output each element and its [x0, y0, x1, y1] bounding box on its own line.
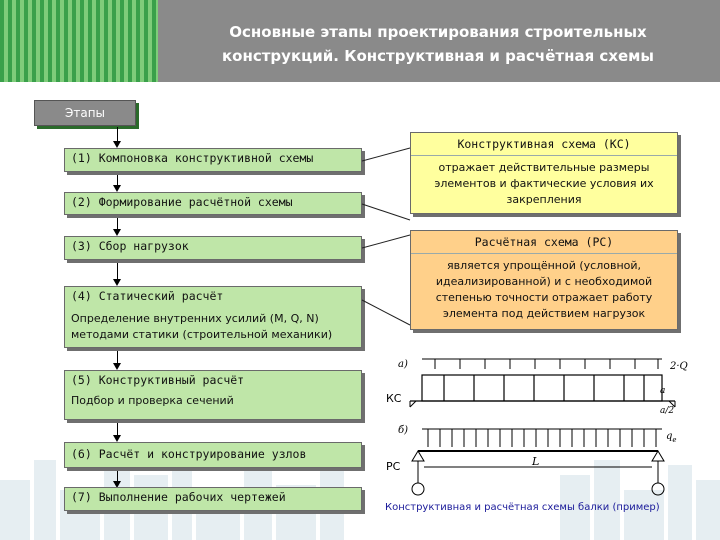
connector-line [117, 348, 118, 366]
label-a: а) [398, 359, 408, 370]
connector-line [117, 420, 118, 438]
step-title: (3) Сбор нагрузок [71, 239, 189, 253]
ks-figure-label: КС [386, 392, 402, 405]
wall-supports [409, 400, 676, 408]
relation-lines [361, 147, 411, 326]
arrow-icon [113, 435, 121, 442]
step-5: (5) Конструктивный расчёт Подбор и прове… [64, 370, 362, 420]
step-7: (7) Выполнение рабочих чертежей [64, 487, 362, 511]
header-stripes [0, 0, 158, 82]
desc-line: Определение внутренних усилий (M, Q, N) [71, 312, 319, 325]
connector-line [117, 260, 118, 282]
dim-a: a [660, 386, 665, 396]
ks-box: Конструктивная схема (КС) отражает дейст… [410, 132, 678, 214]
step-6: (6) Расчёт и конструирование узлов [64, 442, 362, 468]
step-3: (3) Сбор нагрузок [64, 236, 362, 260]
step-1: (1) Компоновка конструктивной схемы [64, 148, 362, 172]
ks-line: отражает действительные размеры [438, 161, 650, 174]
relation-line [361, 147, 411, 162]
relation-line [361, 299, 411, 326]
rs-heading: Расчётная схема (РС) [411, 231, 677, 254]
step-title: (5) Конструктивный расчёт [71, 373, 245, 387]
ks-line: закрепления [506, 193, 582, 206]
page-title: Основные этапы проектирования строительн… [160, 20, 716, 68]
desc-line: методами статики (строительной механики) [71, 328, 333, 341]
truss-beam [410, 374, 675, 402]
load-label-2q: 2·Q [669, 361, 688, 372]
rs-line: степенью точности отражает работу [435, 291, 653, 304]
step-title: (7) Выполнение рабочих чертежей [71, 490, 286, 504]
step-title: (4) Статический расчёт [71, 289, 224, 303]
q-symbol: q [666, 431, 672, 442]
load-arrows-top [422, 358, 662, 369]
connector-line [117, 172, 118, 188]
title-line-2: конструкций. Конструктивная и расчётная … [222, 47, 654, 65]
step-2: (2) Формирование расчётной схемы [64, 192, 362, 215]
connector-line [117, 215, 118, 232]
relation-line [361, 203, 411, 221]
dim-a2: a/2 [660, 406, 674, 416]
rs-line: является упрощённой (условной, [446, 259, 642, 272]
arrow-icon [113, 279, 121, 286]
rs-box: Расчётная схема (РС) является упрощённой… [410, 230, 678, 330]
step-description: Подбор и проверка сечений [71, 394, 234, 407]
title-line-1: Основные этапы проектирования строительн… [229, 23, 647, 41]
title-bar [158, 0, 720, 82]
ks-body: отражает действительные размеры элементо… [411, 156, 677, 212]
connector-line [117, 468, 118, 484]
arrow-icon [113, 363, 121, 370]
load-arrows-distributed [422, 428, 662, 447]
step-title: (2) Формирование расчётной схемы [71, 195, 293, 209]
connector-line [117, 127, 118, 144]
rs-line: элемента под действием нагрузок [442, 307, 646, 320]
span-label: L [531, 455, 539, 468]
step-title: (6) Расчёт и конструирование узлов [71, 447, 307, 461]
ks-heading: Конструктивная схема (КС) [411, 133, 677, 156]
beam-figure: а) б) 2·Q a a/2 qe [398, 358, 688, 496]
pin-supports [411, 450, 665, 496]
step-title: (1) Компоновка конструктивной схемы [71, 151, 314, 165]
q-subscript: e [672, 436, 676, 444]
stages-label: Этапы [34, 100, 136, 126]
rs-figure-label: РС [386, 460, 401, 473]
rs-line: идеализированной) и с необходимой [435, 275, 653, 288]
ks-line: элементов и фактические условия их [434, 177, 654, 190]
load-label-q: qe [666, 431, 677, 444]
step-4: (4) Статический расчёт Определение внутр… [64, 286, 362, 348]
arrow-icon [113, 229, 121, 236]
relation-line [361, 234, 411, 249]
arrow-icon [113, 481, 121, 488]
arrow-icon [113, 141, 121, 148]
label-b: б) [398, 425, 408, 436]
figure-caption: Конструктивная и расчётная схемы балки (… [385, 502, 660, 513]
step-description: Определение внутренних усилий (M, Q, N) … [65, 305, 361, 345]
arrow-icon [113, 185, 121, 192]
rs-body: является упрощённой (условной, идеализир… [411, 254, 677, 326]
